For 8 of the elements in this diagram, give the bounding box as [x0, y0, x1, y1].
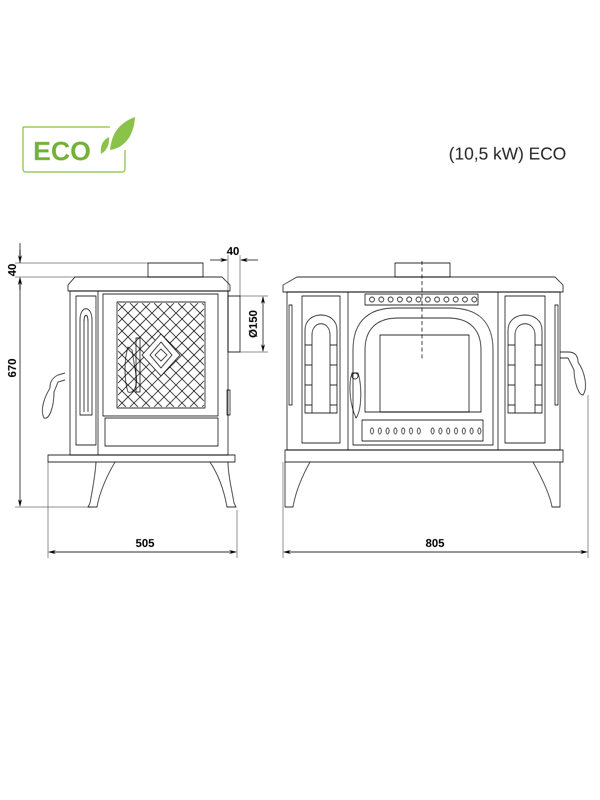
dimension-label: 670	[8, 359, 16, 378]
dimension-label: 505	[136, 539, 154, 548]
dimension-label: Ø150	[248, 310, 258, 338]
title: (10,5 kW) ECO	[450, 146, 566, 164]
dimension-label: 805	[426, 539, 444, 548]
dimension-label: 40	[8, 264, 16, 276]
eco-badge: ECO	[22, 117, 135, 173]
dimension-label: 40	[226, 247, 239, 255]
